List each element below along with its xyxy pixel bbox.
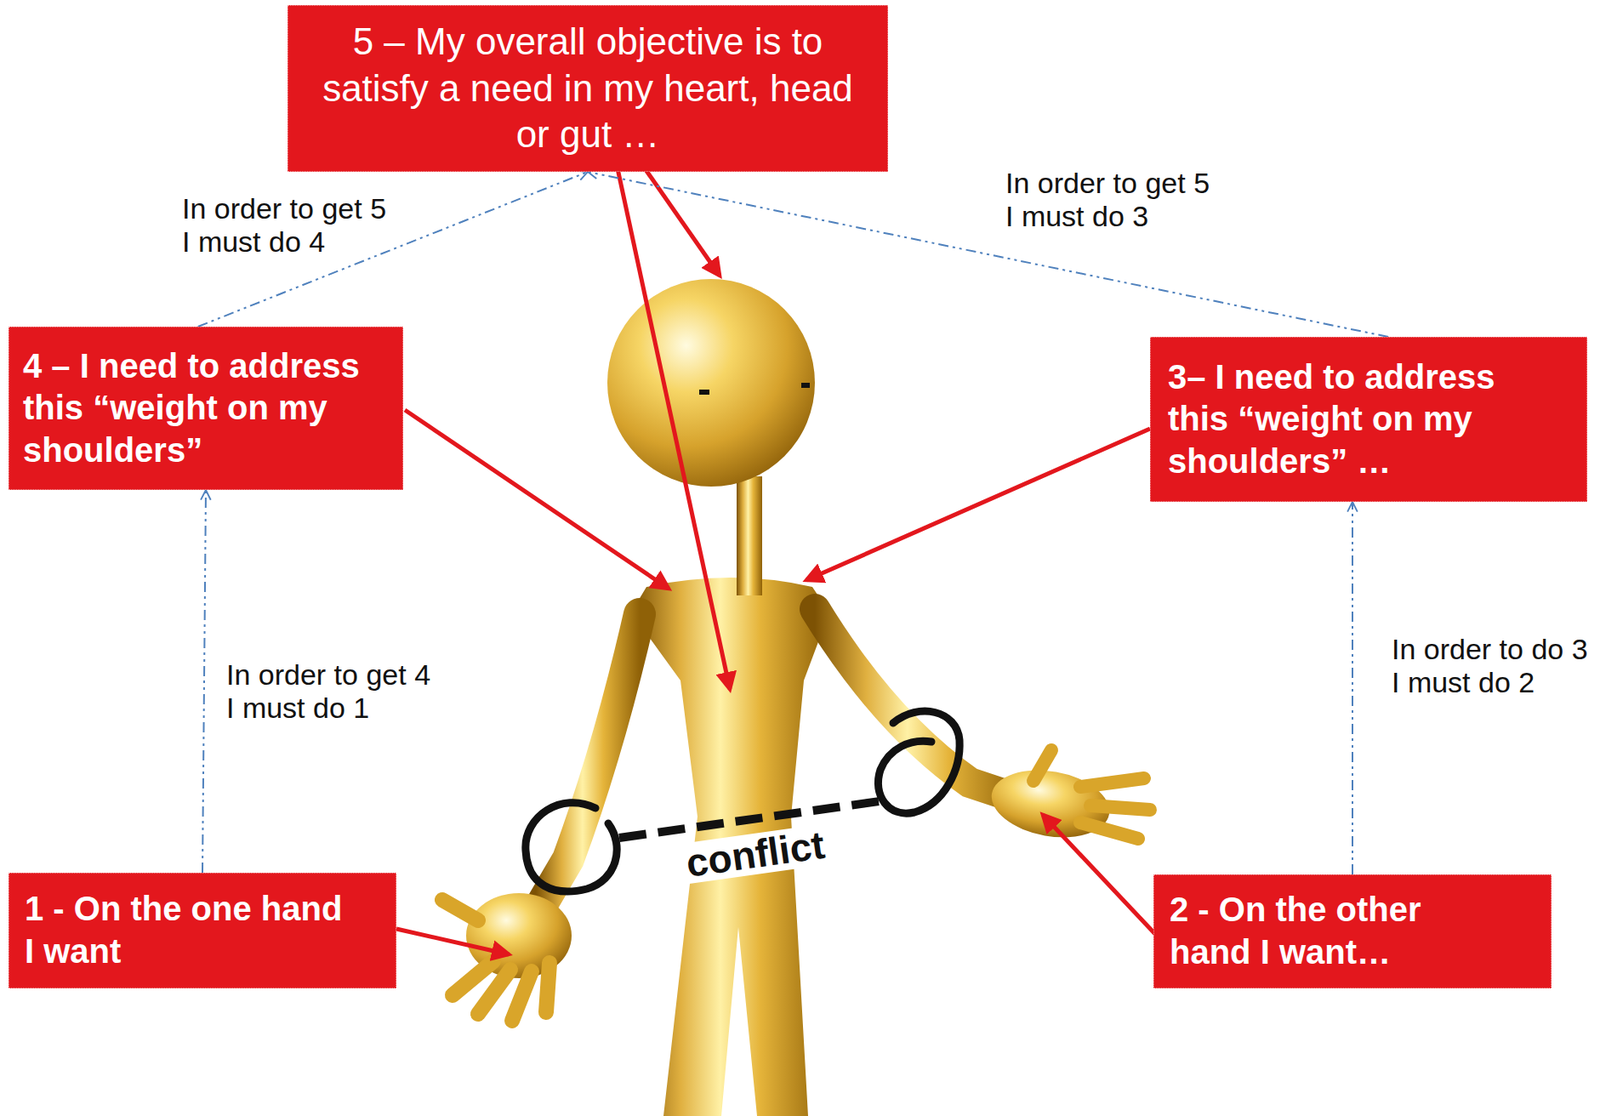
cuff-loop [877,711,960,814]
leader-arrow [404,409,669,589]
finger [1090,805,1151,810]
finger [1033,750,1052,781]
box-text: 1 - On the one hand I want [24,888,352,973]
figure-eye [801,382,810,388]
box-text: 3– I need to address this “weight on my … [1167,356,1543,484]
text-box: 3– I need to address this “weight on my … [1150,336,1588,502]
cuff-chain [619,801,880,838]
box-text: 5 – My overall objective is to satisfy a… [307,18,869,159]
edge-label: In order to get 5 I must do 3 [1005,166,1214,234]
finger [1080,822,1139,839]
finger [512,971,532,1021]
leader-arrows [396,168,1156,955]
figure-head [607,279,815,487]
cuff-loop [525,802,617,892]
finger [1080,778,1145,787]
handcuffs [525,711,960,892]
dependency-arrow [1351,501,1354,875]
leader-arrow [617,168,730,689]
leader-arrow [1042,814,1156,934]
gold-figure [442,279,1151,1116]
figure-left-arm [535,614,640,915]
text-box: 5 – My overall objective is to satisfy a… [287,5,889,172]
finger [442,899,479,921]
edge-label: In order to get 5 I must do 4 [182,192,391,259]
leader-arrow [806,428,1151,581]
figure-neck [736,476,763,596]
leader-arrow [396,928,509,955]
box-text: 2 - On the other hand I want… [1169,888,1493,974]
dependency-arrow [202,489,206,873]
finger [478,969,511,1014]
dependency-arrow [587,171,1389,337]
edge-label: In order to get 4 I must do 1 [226,658,435,725]
figure-right-arm [814,609,1021,800]
text-box: 2 - On the other hand I want… [1153,874,1552,989]
edge-label: In order to do 3 I must do 2 [1391,632,1600,700]
finger [546,962,550,1013]
leader-arrow [644,168,720,276]
text-box: 1 - On the one hand I want [8,872,397,989]
text-box: 4 – I need to address this “weight on my… [8,326,404,490]
figure-left-fingers [442,899,550,1021]
figure-eye [699,389,710,395]
box-text: 4 – I need to address this “weight on my… [22,345,391,473]
